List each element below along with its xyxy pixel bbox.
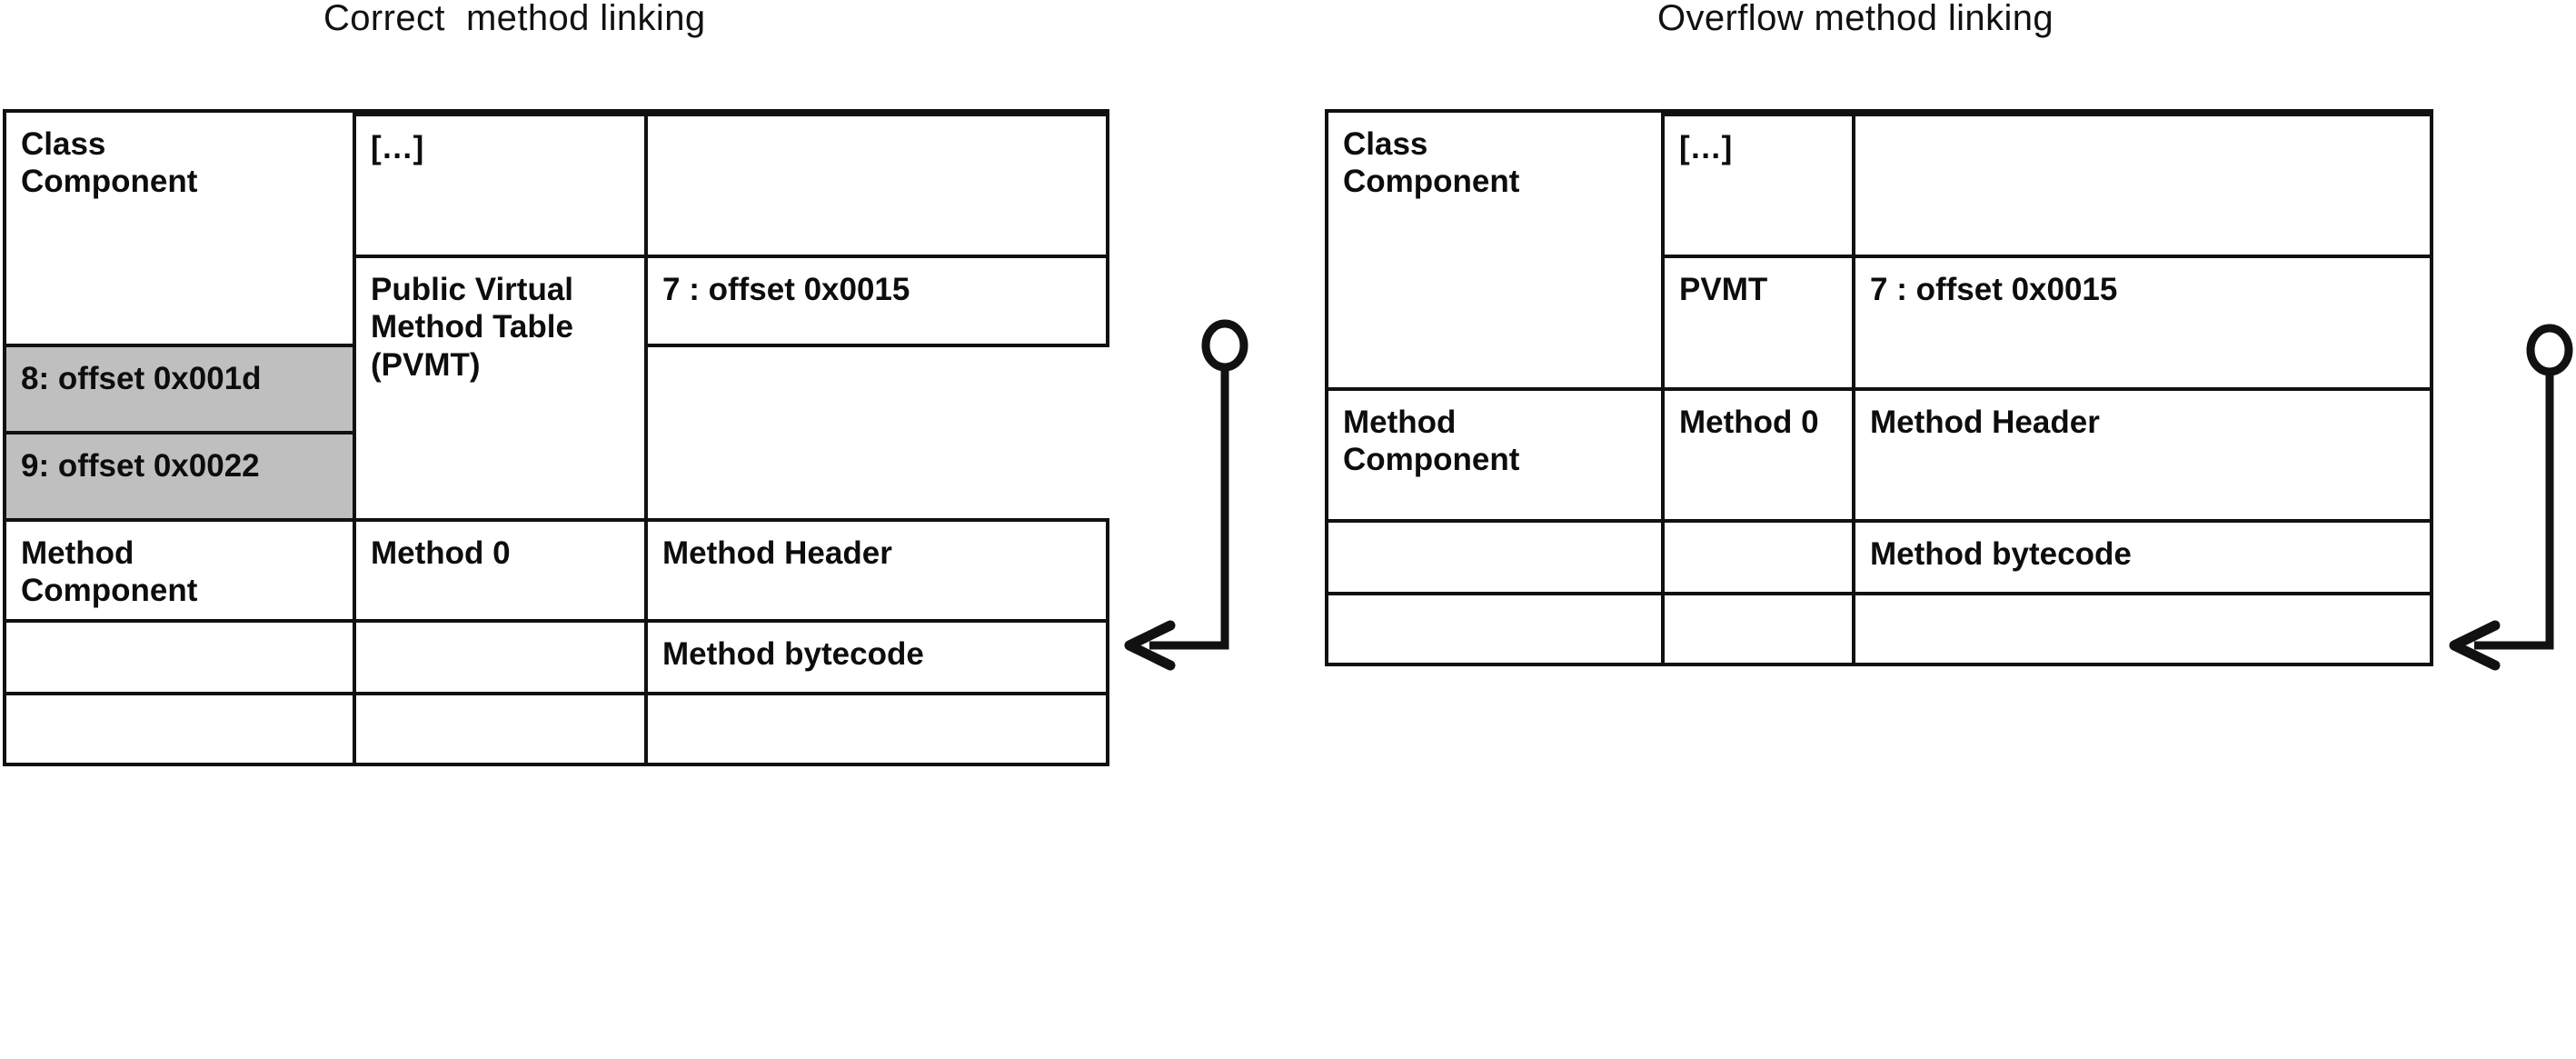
arrowhead-left-icon [1124,620,1176,671]
cell-ellipsis: […] [1661,113,1855,258]
link-elbow-line [1149,367,1229,650]
table-row: PVMT 7 : offset 0x0015 [1327,255,2433,391]
cell-empty [1661,519,1855,595]
cell-pvmt-entry-7: 7 : offset 0x0015 [1852,255,2433,391]
table-row: 8: offset 0x001d [3,344,1108,435]
pvmt-to-method-link-arrow-left [1124,319,1248,671]
cell-pvmt-label: PVMT [1661,255,1855,391]
link-origin-circle-icon [2526,324,2573,376]
cell-method-0: Method 0 [353,518,648,623]
cell-pvmt-entry-9: 9: offset 0x0022 [3,431,356,522]
cell-pvmt-entry-7: 7 : offset 0x0015 [644,255,1109,347]
cell-empty [1661,109,1855,116]
cell-method-bytecode: Method bytecode [644,618,1109,695]
table-row: Public Virtual Method Table (PVMT) 7 : o… [5,255,1109,522]
arrowhead-left-icon [2449,620,2501,671]
link-elbow-line [2474,372,2554,650]
cell-empty [353,691,648,766]
table-row [3,691,1109,766]
pvmt-to-method-link-arrow-right [2449,324,2573,671]
cell-empty [644,691,1109,766]
cell-empty [644,109,1109,116]
cell-method-header: Method Header [1852,387,2433,523]
cell-empty [1852,113,2433,258]
table-row: […] [5,113,1109,258]
cell-method-header: Method Header [644,518,1109,623]
cell-pvmt-entry-8: 8: offset 0x001d [3,344,356,435]
cell-empty [1325,592,1665,666]
cell-empty [1661,592,1855,666]
cell-method-0: Method 0 [1661,387,1855,523]
table-row: 9: offset 0x0022 [3,431,1108,522]
table-row [1325,592,2433,666]
cell-empty [353,109,648,116]
table-row: Method bytecode [1325,519,2433,595]
table-row: Method bytecode [3,618,1109,695]
cell-empty [1852,592,2433,666]
cell-empty [3,691,356,766]
cell-empty [1325,519,1665,595]
correct-linking-title: Correct method linking [323,0,706,38]
overflow-linking-title: Overflow method linking [1657,0,2054,38]
cell-empty [644,113,1109,258]
cell-empty [353,618,648,695]
table-row: […] [1327,113,2433,258]
cell-ellipsis: […] [353,113,648,258]
cell-pvmt-label: Public Virtual Method Table (PVMT) [353,255,648,522]
cell-empty [3,618,356,695]
cell-method-bytecode: Method bytecode [1852,519,2433,595]
cell-empty [1852,109,2433,116]
link-origin-circle-icon [1201,319,1248,372]
